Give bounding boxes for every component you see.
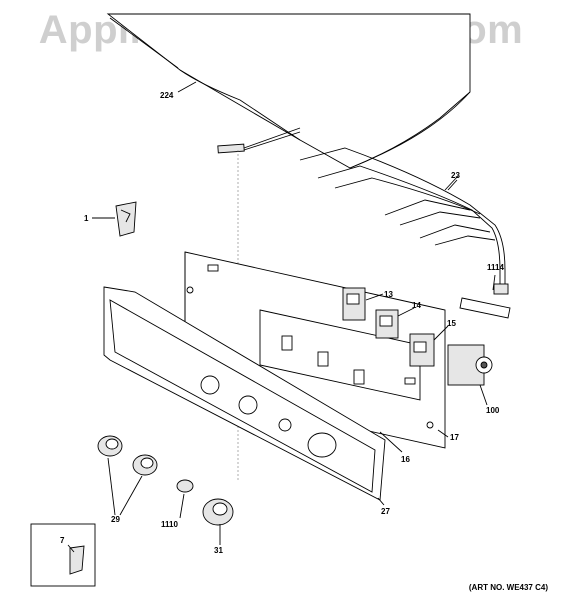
callout-15: 15 [447, 319, 456, 328]
art-number: (ART NO. WE437 C4) [468, 583, 548, 592]
top-cover-part[interactable] [106, 13, 471, 169]
switch-15-part[interactable] [409, 333, 435, 367]
callout-1114: 1114 [487, 263, 504, 272]
switch-mounts [281, 335, 365, 385]
callout-13: 13 [384, 290, 393, 299]
callout-29: 29 [111, 515, 120, 524]
jumper-part[interactable] [459, 297, 511, 319]
knob-29-b[interactable] [132, 454, 158, 476]
callout-1110: 1110 [161, 520, 178, 529]
callout-16: 16 [401, 455, 410, 464]
callout-27: 27 [381, 507, 390, 516]
timer-knob-part[interactable] [202, 498, 234, 526]
callout-100: 100 [486, 406, 500, 415]
callout-14: 14 [412, 301, 421, 310]
callout-31: 31 [214, 546, 223, 555]
callout-23: 23 [451, 171, 460, 180]
timer-part[interactable] [447, 344, 493, 386]
inset-box-part-7[interactable] [30, 523, 96, 587]
switch-14-part[interactable] [375, 309, 399, 339]
switch-13-part[interactable] [342, 287, 366, 321]
callout-224: 224 [160, 91, 174, 100]
callout-1: 1 [84, 214, 89, 223]
callout-17: 17 [450, 433, 459, 442]
wire-harness-part[interactable] [217, 127, 509, 295]
callout-7: 7 [60, 536, 65, 545]
knob-29-a[interactable] [97, 435, 123, 457]
instruction-sheet-part[interactable] [115, 201, 137, 237]
bushing-part[interactable] [176, 479, 194, 493]
